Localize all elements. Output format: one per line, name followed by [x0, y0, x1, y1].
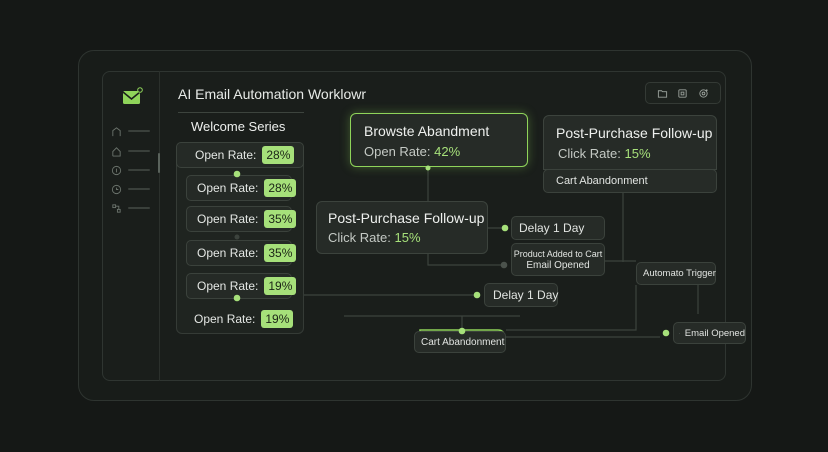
welcome-row-1[interactable]: Open Rate: 28%: [176, 142, 304, 168]
welcome-row-6[interactable]: Open Rate: 19%: [176, 306, 304, 332]
welcome-row-3[interactable]: Open Rate: 35%: [186, 206, 297, 232]
browse-abandonment-node[interactable]: Browste Abandment Open Rate: 42%: [350, 113, 528, 167]
delay-chip-2[interactable]: Delay 1 Day: [484, 283, 558, 307]
welcome-row-2[interactable]: Open Rate: 28%: [186, 175, 297, 201]
open-rate-badge: 35%: [264, 244, 297, 262]
sidebar-item-home[interactable]: [111, 124, 153, 138]
diamond-icon: [679, 332, 680, 334]
open-rate-badge: 19%: [261, 310, 294, 328]
open-rate-badge: 28%: [264, 179, 297, 197]
sidebar-item-clock[interactable]: [111, 182, 153, 196]
welcome-row-5[interactable]: Open Rate: 19%: [186, 273, 297, 299]
post-purchase-node-right[interactable]: Post-Purchase Follow-up Click Rate: 15%: [543, 115, 717, 170]
welcome-row-4[interactable]: Open Rate: 35%: [186, 240, 297, 266]
email-opened-chip[interactable]: Email Opened: [673, 322, 746, 344]
sidebar-active-indicator: [158, 153, 160, 173]
sidebar-item-info[interactable]: [111, 163, 153, 177]
info-icon: [111, 165, 122, 175]
home-icon: [112, 126, 121, 136]
sidebar-item-flow[interactable]: [111, 201, 153, 215]
post-right-click-rate: Click Rate: 15%: [558, 146, 651, 161]
open-rate-badge: 28%: [262, 146, 295, 164]
box-icon[interactable]: [676, 86, 690, 100]
sidebar: [102, 71, 160, 381]
automation-trigger-chip[interactable]: Automato Trigger: [636, 262, 716, 285]
house-icon: [112, 146, 121, 157]
welcome-series-title: Welcome Series: [191, 119, 286, 134]
sidebar-item-house[interactable]: [111, 144, 153, 158]
section-divider: [178, 112, 304, 113]
open-rate-badge: 19%: [264, 277, 297, 295]
post-left-click-rate: Click Rate: 15%: [328, 230, 421, 245]
cart-abandonment-chip-bottom[interactable]: Cart Abandonment: [414, 331, 506, 353]
open-rate-badge: 35%: [264, 210, 297, 228]
clock-icon: [111, 184, 122, 194]
folder-icon[interactable]: [655, 86, 669, 100]
post-purchase-node-left[interactable]: Post-Purchase Follow-up Click Rate: 15%: [316, 201, 488, 254]
page-title: AI Email Automation Worklowr: [178, 86, 367, 102]
delay-chip-1[interactable]: Delay 1 Day: [511, 216, 605, 240]
toolbar: [645, 82, 721, 104]
mail-logo-icon: [122, 86, 144, 106]
settings-icon[interactable]: [697, 86, 711, 100]
browse-open-rate: Open Rate: 42%: [364, 144, 461, 159]
flow-icon: [112, 203, 121, 213]
product-added-chip[interactable]: Product Added to Cart Email Opened: [511, 243, 605, 276]
cart-abandonment-chip-top[interactable]: Cart Abandonment: [543, 169, 717, 193]
